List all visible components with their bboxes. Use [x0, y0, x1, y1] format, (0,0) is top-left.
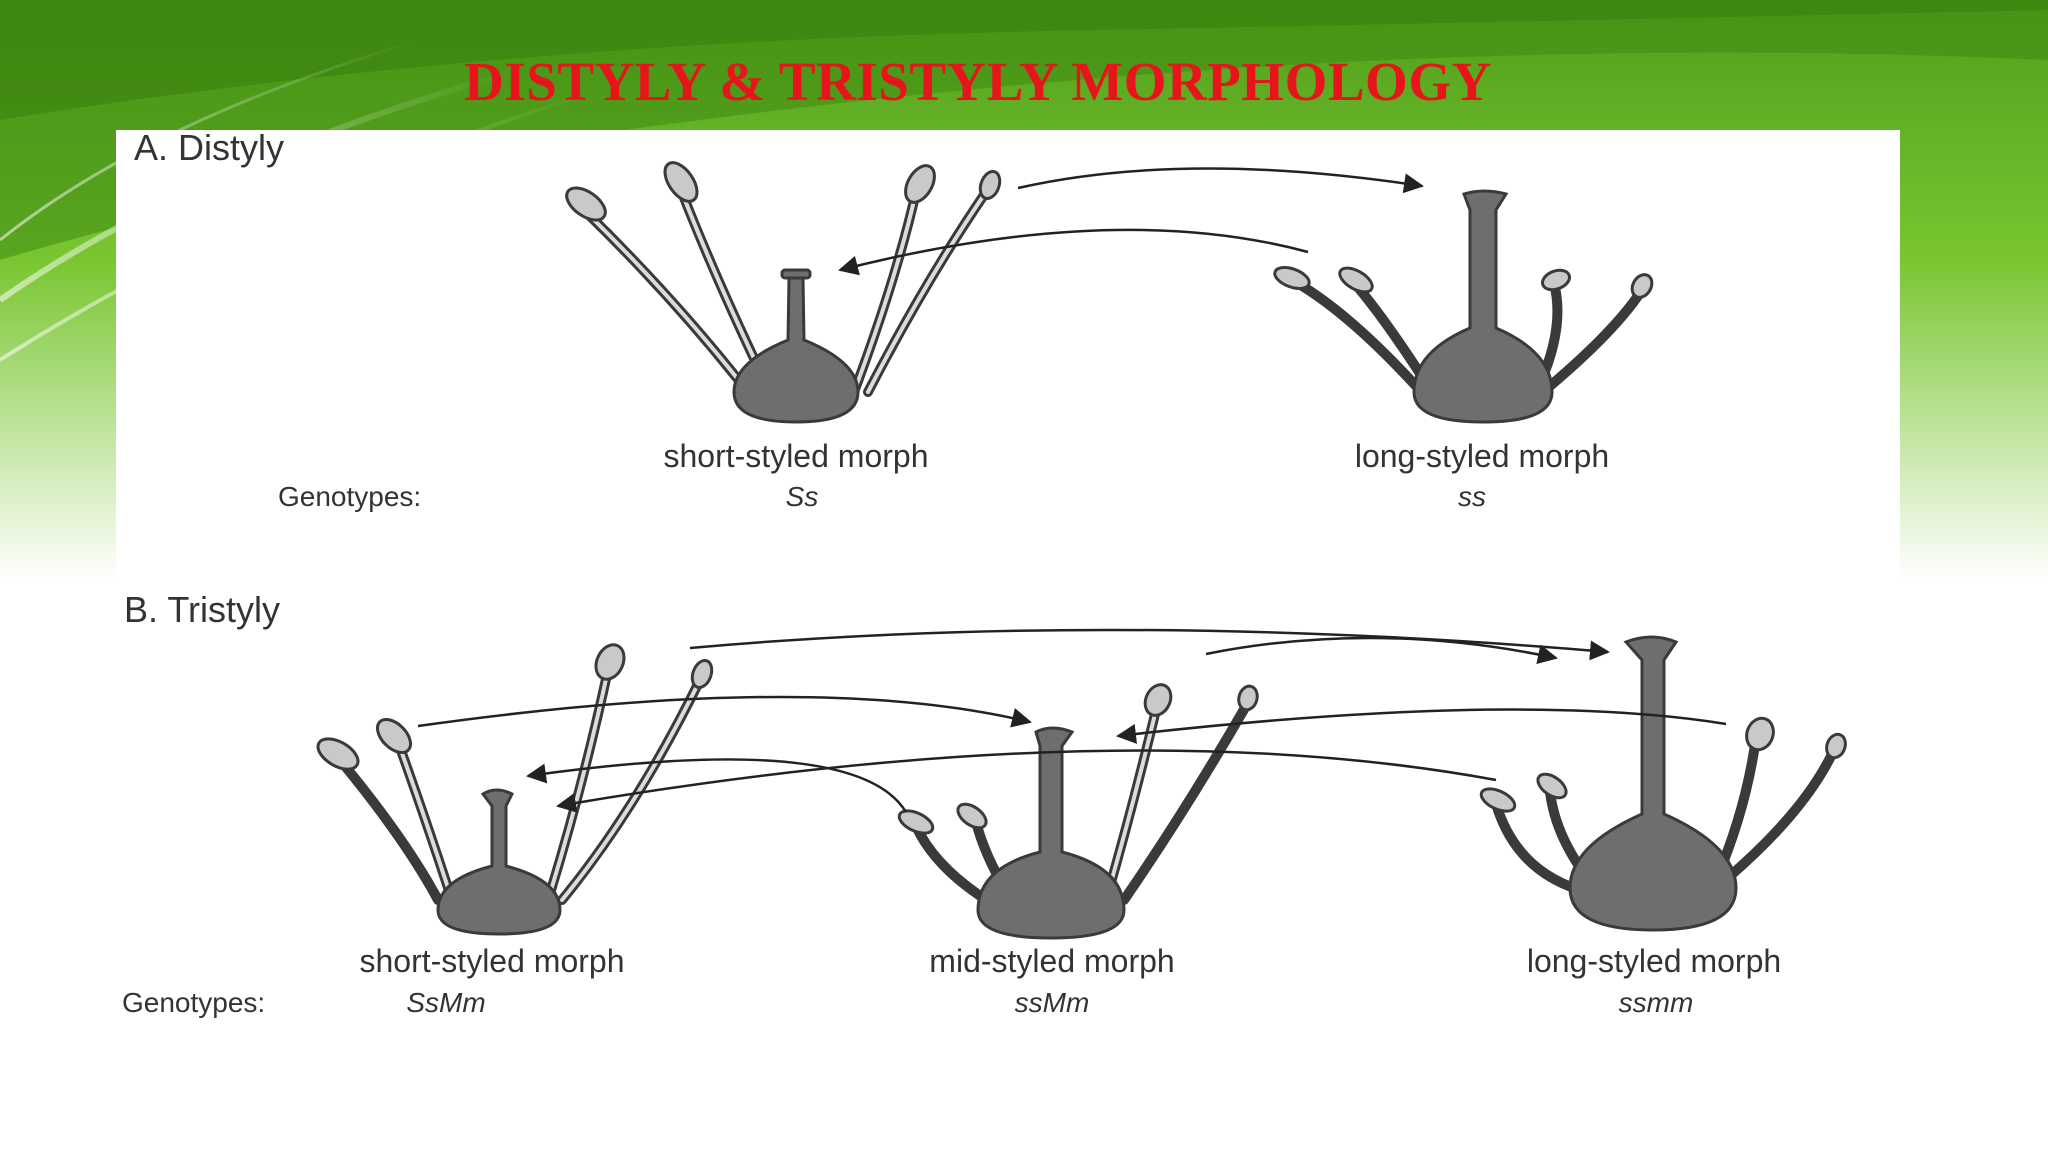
tristyly-long-styled-flower	[1479, 635, 1847, 932]
pollen-flow-arrow	[1116, 708, 1727, 744]
tristyly-mid-genotype: ssMm	[1015, 987, 1090, 1018]
distyly-long-genotype: ss	[1458, 481, 1486, 512]
tristyly-short-genotype: SsMm	[406, 987, 485, 1018]
distyly-genotypes-label: Genotypes:	[278, 481, 421, 512]
tristyly-long-morph-label: long-styled morph	[1527, 943, 1781, 979]
slide-title: DISTYLY & TRISTYLY MORPHOLOGY	[464, 51, 1492, 112]
distyly-short-genotype: Ss	[786, 481, 819, 512]
distyly-short-styled-flower	[565, 161, 1002, 424]
pollen-flow-arrow	[689, 628, 1610, 661]
distyly-long-morph-label: long-styled morph	[1355, 438, 1609, 474]
pollen-flow-arrow	[556, 749, 1497, 813]
tristyly-mid-styled-flower	[897, 683, 1259, 940]
distyly-long-styled-flower	[1273, 189, 1654, 424]
pollen-flow-arrow	[417, 695, 1032, 728]
tristyly-short-styled-flower	[316, 643, 714, 936]
distyly-short-morph-label: short-styled morph	[664, 438, 929, 474]
tristyly-short-morph-label: short-styled morph	[360, 943, 625, 979]
pollen-flow-arrow	[838, 228, 1309, 276]
distyly-heading: A. Distyly	[134, 130, 284, 168]
tristyly-long-genotype: ssmm	[1619, 987, 1694, 1018]
distyly-panel: A. Distyly	[116, 127, 1900, 570]
tristyly-mid-morph-label: mid-styled morph	[929, 943, 1174, 979]
tristyly-heading: B. Tristyly	[124, 589, 280, 630]
tristyly-panel: B. Tristyly	[116, 570, 1900, 1040]
pollen-flow-arrow	[526, 758, 908, 813]
tristyly-genotypes-label: Genotypes:	[122, 987, 265, 1018]
pollen-flow-arrow	[1017, 167, 1424, 194]
pollen-flow-arrow	[1205, 636, 1558, 665]
